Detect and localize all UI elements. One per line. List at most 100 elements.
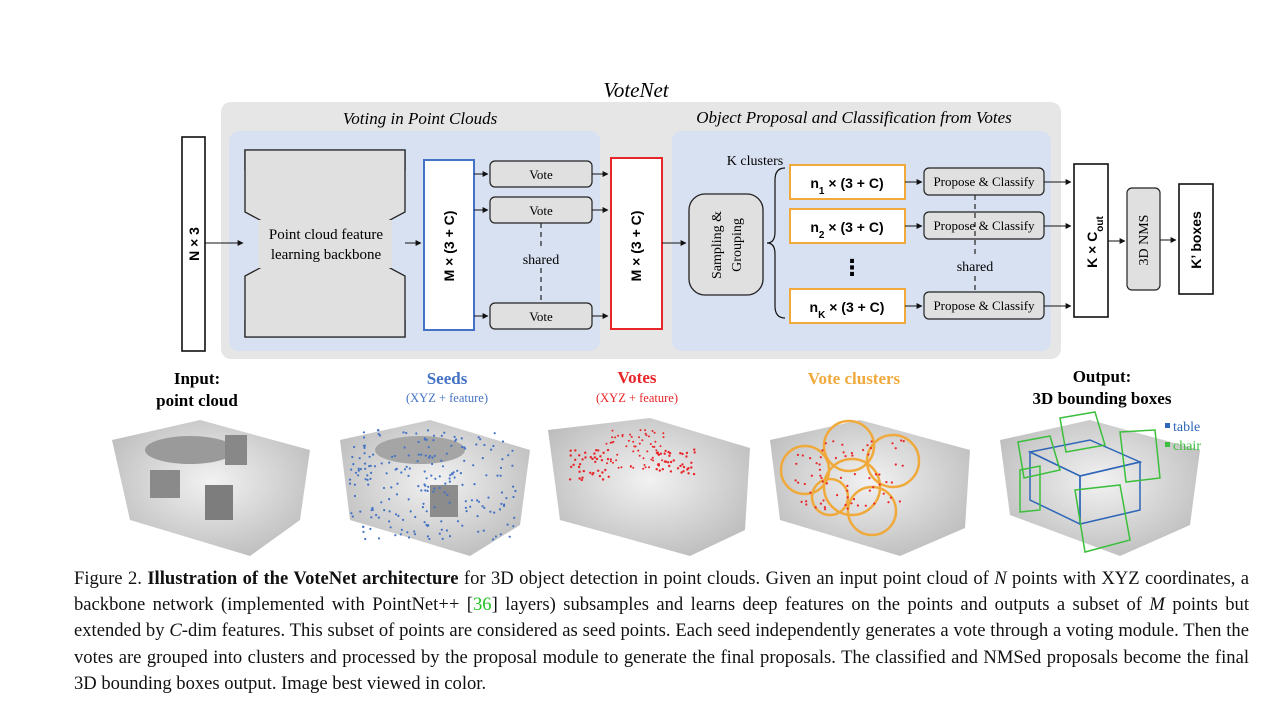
cluster-vote-point [852, 498, 856, 501]
vote-module-3: Vote [489, 302, 593, 330]
vote-point [591, 473, 594, 476]
seed-point [405, 431, 408, 435]
cluster-vote-point [824, 508, 827, 511]
seed-point [424, 454, 427, 457]
vote-point [569, 449, 572, 452]
seed-point [427, 456, 431, 459]
seed-point [380, 501, 383, 504]
backbone-label-line2: learning backbone [271, 247, 382, 263]
output-panel-title-1: Output: [1073, 367, 1132, 386]
figure-caption: Figure 2. Illustration of the VoteNet ar… [74, 568, 1249, 694]
seed-point [501, 440, 505, 443]
seed-point [377, 433, 380, 436]
vote-point [572, 463, 575, 466]
cluster-vote-point [815, 462, 818, 465]
seed-point [464, 447, 467, 450]
votes-point-cloud-image [548, 418, 750, 556]
seed-point [476, 515, 479, 518]
vote-point [612, 461, 614, 464]
cluster-vote-point [878, 473, 881, 476]
vote-point [668, 464, 671, 468]
seed-point [424, 489, 427, 492]
cluster-vote-point [887, 501, 890, 504]
seed-point [377, 516, 380, 519]
cluster-vote-point [882, 492, 885, 495]
seed-point [461, 524, 464, 527]
seed-point [426, 535, 429, 538]
seed-point [489, 510, 492, 513]
seed-tensor-box [423, 159, 475, 331]
vote-point [629, 433, 632, 436]
seed-point [420, 489, 423, 492]
seed-point [477, 530, 480, 533]
svg-text:nK × (3 + C): nK × (3 + C) [810, 299, 885, 321]
seed-point [446, 493, 449, 496]
vote-point [690, 466, 693, 469]
vote-point [612, 440, 615, 443]
vote-point [627, 439, 630, 442]
vote-point [599, 455, 602, 458]
cluster-vote-point [819, 456, 822, 459]
seed-point [393, 454, 396, 458]
cluster-vote-point [856, 504, 860, 507]
vote-point [581, 476, 584, 479]
vote-point [676, 467, 680, 470]
seed-point [382, 486, 386, 490]
cluster-vote-point [821, 449, 824, 452]
vote-point [580, 478, 583, 482]
vote-point [630, 435, 633, 438]
seed-point [409, 510, 412, 513]
seed-point [443, 491, 446, 494]
seed-point [428, 454, 432, 458]
votes-panel-title: Votes [617, 368, 656, 387]
seed-point [441, 465, 445, 468]
seed-point [469, 505, 472, 508]
seed-point [453, 476, 456, 479]
propose-shared-label: shared [957, 260, 994, 275]
seed-point [407, 474, 410, 477]
caption-bold-title: Illustration of the VoteNet architecture [147, 568, 459, 589]
seed-point [454, 439, 457, 442]
seed-point [357, 469, 360, 472]
seed-point [421, 506, 424, 509]
seed-point [363, 446, 366, 449]
seed-point [499, 474, 502, 477]
vote-point [594, 460, 597, 464]
seed-point [483, 443, 486, 447]
seed-point [461, 483, 464, 486]
cluster-vote-point [803, 482, 806, 486]
caption-citation-link[interactable]: 36 [472, 594, 492, 616]
vote-point [629, 465, 632, 468]
vote-point [638, 442, 641, 445]
vote-point [653, 445, 656, 448]
seed-point [350, 468, 353, 471]
cluster-vote-point [819, 502, 823, 505]
cluster-vote-point [842, 451, 845, 454]
seed-point [431, 462, 434, 466]
caption-label: Figure 2. [74, 568, 142, 589]
seed-point [390, 486, 393, 489]
sampling-label-line2: Grouping [730, 218, 745, 272]
cluster-vote-point [819, 474, 822, 477]
vote-point [650, 458, 653, 461]
vote-label-2: Vote [529, 203, 553, 218]
vote-point [570, 465, 573, 469]
seed-point [423, 438, 427, 441]
cluster-vote-point [836, 494, 839, 497]
seed-point [450, 472, 453, 475]
votes-panel-sub: (XYZ + feature) [596, 391, 678, 405]
cluster-vote-point [818, 463, 821, 466]
cluster-vote-point [825, 482, 829, 485]
vote-point [632, 466, 635, 469]
seed-point [377, 429, 380, 432]
vote-point [637, 449, 640, 452]
seed-point [434, 477, 437, 480]
seed-point [501, 458, 504, 461]
seed-point [433, 487, 436, 490]
seed-point [403, 446, 406, 449]
vote-point [601, 478, 605, 481]
seed-point [372, 453, 375, 456]
cluster-vote-point [846, 484, 849, 487]
seed-point [368, 465, 371, 468]
vote-point [655, 468, 658, 471]
